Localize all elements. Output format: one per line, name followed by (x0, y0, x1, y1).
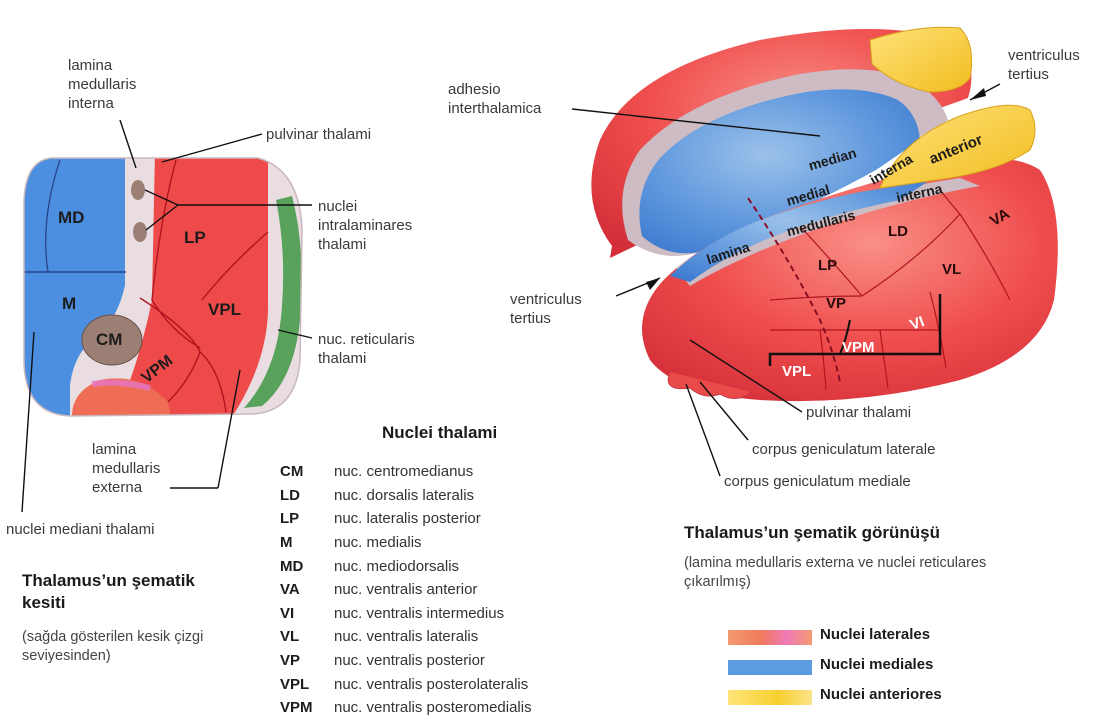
label-nuclei-intralaminares: nuclei intralaminares thalami (318, 197, 412, 254)
abbr-cell: VP (280, 649, 334, 673)
right-caption-title: Thalamus’un şematik görünüşü (684, 522, 940, 544)
abbr-cell: LP (280, 507, 334, 531)
surface-label-lp-right: LP (818, 256, 837, 275)
region-label-md: MD (58, 208, 84, 227)
label-ventriculus-tertius-left: ventriculus tertius (510, 290, 582, 328)
label-corpus-geniculatum-laterale: corpus geniculatum laterale (752, 440, 935, 459)
abbreviations-title: Nuclei thalami (382, 422, 497, 444)
region-label-m: M (62, 294, 76, 313)
name-cell: nuc. ventralis intermedius (334, 602, 532, 626)
label-nuclei-mediani: nuclei mediani thalami (6, 520, 154, 539)
surface-label-vl: VL (942, 260, 961, 279)
surface-label-vpl-right: VPL (782, 362, 811, 381)
region-label-lp: LP (184, 228, 206, 247)
intralaminar-nucleus-1 (131, 180, 145, 200)
abbr-cell: M (280, 531, 334, 555)
legend-label: Nuclei anteriores (820, 686, 942, 703)
region-label-cm: CM (96, 330, 122, 349)
name-cell: nuc. ventralis posteromedialis (334, 696, 532, 720)
surface-label-vpm-right: VPM (842, 338, 875, 357)
abbr-cell: VL (280, 625, 334, 649)
label-adhesio-interthalamica: adhesio interthalamica (448, 80, 541, 118)
label-nuc-reticularis: nuc. reticularis thalami (318, 330, 415, 368)
name-cell: nuc. ventralis lateralis (334, 625, 532, 649)
legend-label: Nuclei laterales (820, 626, 930, 643)
intralaminar-nucleus-2 (133, 222, 147, 242)
name-cell: nuc. ventralis posterior (334, 649, 532, 673)
name-cell: nuc. medialis (334, 531, 532, 555)
abbr-cell: VPM (280, 696, 334, 720)
surface-label-vp: VP (826, 294, 846, 313)
abbr-cell: VA (280, 578, 334, 602)
abbr-cell: VI (280, 602, 334, 626)
label-lamina-medullaris-interna: lamina medullaris interna (68, 56, 136, 113)
label-lamina-medullaris-externa: lamina medullaris externa (92, 440, 160, 497)
name-cell: nuc. lateralis posterior (334, 507, 532, 531)
region-label-vpl: VPL (208, 300, 241, 319)
label-corpus-geniculatum-mediale: corpus geniculatum mediale (724, 472, 911, 491)
abbr-cell: MD (280, 554, 334, 578)
legend-swatch (728, 690, 812, 705)
left-caption-subtitle: (sağda gösterilen kesik çizgi seviyesind… (22, 628, 203, 666)
surface-label-ld: LD (888, 222, 908, 241)
legend-label: Nuclei mediales (820, 656, 933, 673)
abbr-cell: VPL (280, 672, 334, 696)
label-ventriculus-tertius-top: ventriculus tertius (1008, 46, 1080, 84)
name-cell: nuc. ventralis posterolateralis (334, 672, 532, 696)
right-caption-subtitle: (lamina medullaris externa ve nuclei ret… (684, 554, 986, 592)
label-pulvinar-thalami-left: pulvinar thalami (266, 125, 371, 144)
abbr-cell: CM (280, 460, 334, 484)
legend-swatch (728, 630, 812, 645)
name-cell: nuc. mediodorsalis (334, 554, 532, 578)
name-cell: nuc. dorsalis lateralis (334, 484, 532, 508)
name-cell: nuc. ventralis anterior (334, 578, 532, 602)
name-cell: nuc. centromedianus (334, 460, 532, 484)
thalamus-section-diagram (20, 150, 312, 420)
abbr-cell: LD (280, 484, 334, 508)
label-pulvinar-thalami-right: pulvinar thalami (806, 403, 911, 422)
left-caption-title: Thalamus’un şematik kesiti (22, 570, 195, 614)
legend-swatch (728, 660, 812, 675)
